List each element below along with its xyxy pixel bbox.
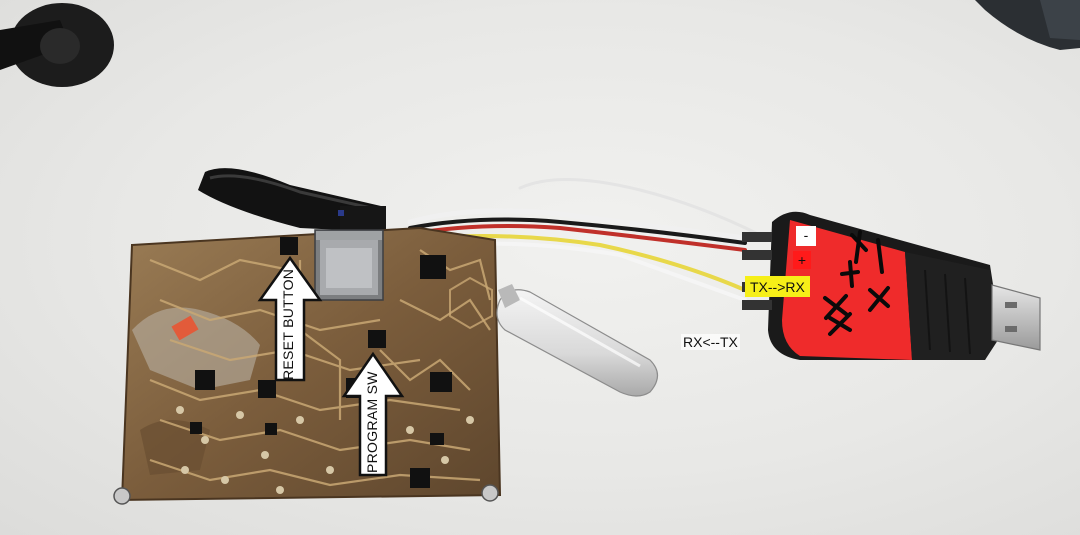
dark-device-corner-icon [975,0,1080,50]
usb-flash-drive-icon [496,284,659,397]
tx-to-rx-annotation: TX-->RX [745,276,810,297]
black-clamp-icon [0,3,114,87]
program-arrow-icon [341,351,405,477]
usb-serial-adapter-icon [742,211,1041,360]
program-switch-annotation: PROGRAM SW [364,371,380,473]
reset-arrow-icon [257,255,323,382]
rx-from-tx-annotation: RX<--TX [681,334,740,350]
plus-annotation: + [793,251,811,269]
screw-icon [113,484,499,505]
esp32-module-icon [314,229,384,301]
reset-button-annotation: RESET BUTTON [280,268,296,380]
pcb-board-icon [113,226,502,505]
black-wand-icon [198,168,386,234]
minus-annotation: - [796,226,816,246]
